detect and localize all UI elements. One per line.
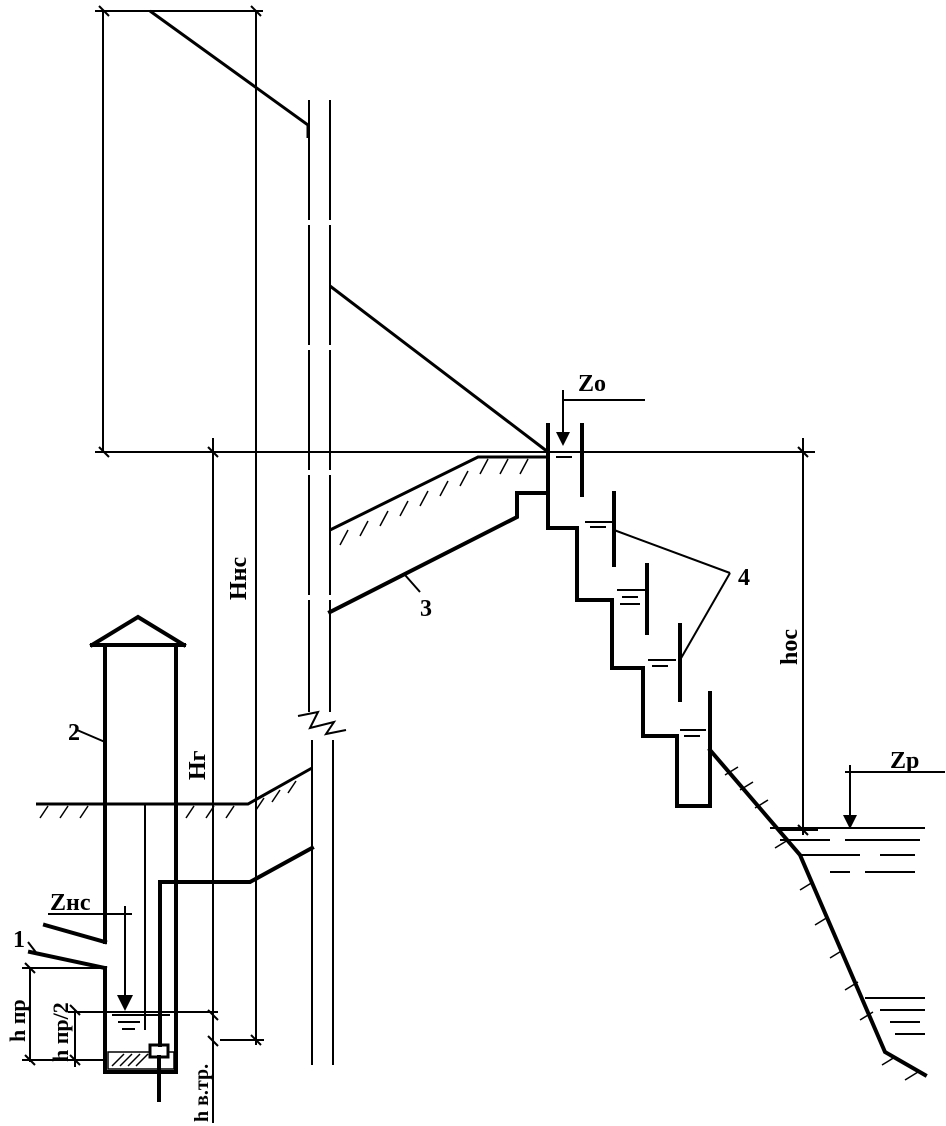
marker-z-o: Zo xyxy=(556,371,645,446)
inlet-pipe-1: 1 xyxy=(13,922,108,971)
callout-4: 4 xyxy=(738,565,750,591)
label-h-pr-half: h пр/2 xyxy=(48,1002,73,1062)
river-bank xyxy=(707,747,928,1081)
dimension-h-v-tr: h в.тр. xyxy=(191,1064,213,1122)
marker-z-nc: Zнс xyxy=(48,890,133,1011)
river-water xyxy=(770,827,925,1035)
treatment-structures-4: 4 xyxy=(546,423,750,808)
upper-ground-slope xyxy=(329,455,548,546)
head-line xyxy=(149,9,549,454)
label-z-p: Zp xyxy=(890,748,919,774)
label-z-nc: Zнс xyxy=(50,890,91,916)
label-h-v-tr: h в.тр. xyxy=(191,1064,213,1122)
pressure-pipeline xyxy=(297,100,347,1065)
label-h-oc: hос xyxy=(777,629,803,665)
dimension-h-pr: h пр xyxy=(5,962,105,1066)
station-pressure-pipe xyxy=(158,845,315,1047)
dimension-h-oc: hос xyxy=(777,438,818,836)
callout-2: 2 xyxy=(68,720,80,746)
label-h-nc: Hнс xyxy=(226,557,252,600)
dimension-h-pr-half: h пр/2 xyxy=(48,1002,218,1067)
dimension-h-g: Hг xyxy=(185,438,219,1123)
label-z-o: Zo xyxy=(578,371,606,397)
label-h-pr: h пр xyxy=(5,999,30,1042)
pumping-station-2: 2 xyxy=(68,614,187,1102)
label-h-g: Hг xyxy=(185,750,211,780)
top-dimension-frame xyxy=(95,5,815,458)
marker-z-p: Zp xyxy=(843,748,945,829)
dimension-h-nc: Hнс xyxy=(220,11,264,1046)
callout-3: 3 xyxy=(420,596,432,622)
pipeline-3: 3 xyxy=(327,491,550,622)
callout-1: 1 xyxy=(13,927,25,953)
